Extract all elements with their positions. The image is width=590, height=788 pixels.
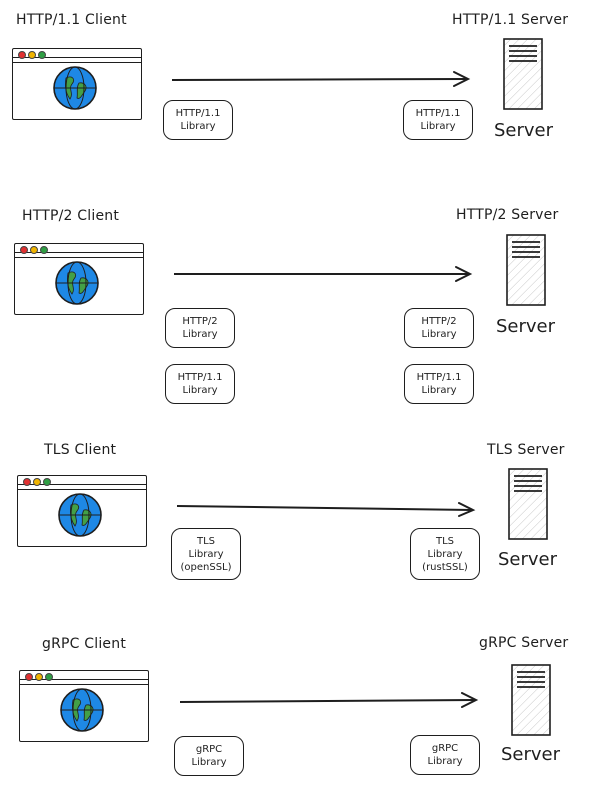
browser-window-icon: [19, 670, 149, 742]
server-label: Server: [494, 120, 554, 141]
server-library-box: gRPC Library: [410, 735, 480, 775]
arrow-right-icon: [179, 692, 479, 708]
library-line: HTTP/2: [421, 316, 457, 327]
library-line: Library: [180, 121, 216, 132]
server-library-box: HTTP/2 Library: [404, 308, 474, 348]
library-line: HTTP/2: [182, 316, 218, 327]
globe-icon: [58, 493, 102, 537]
library-line: (rustSSL): [422, 561, 468, 573]
globe-icon: [55, 261, 99, 305]
client-library-box: HTTP/1.1 Library: [165, 364, 235, 404]
server-icon: [508, 468, 548, 540]
server-library-box: HTTP/1.1 Library: [404, 364, 474, 404]
library-line: (openSSL): [180, 561, 232, 573]
server-label: Server: [496, 316, 556, 337]
client-library-box: TLS Library (openSSL): [171, 528, 241, 580]
server-title: TLS Server: [487, 442, 565, 458]
library-line: TLS: [435, 535, 455, 547]
server-label: Server: [501, 744, 561, 765]
server-title: gRPC Server: [479, 635, 569, 651]
server-icon: [503, 38, 543, 110]
library-line: Library: [182, 385, 218, 396]
browser-window-icon: [12, 48, 142, 120]
library-line: Library: [427, 548, 463, 560]
browser-window-icon: [14, 243, 144, 315]
arrow-right-icon: [176, 502, 476, 517]
server-library-box: TLS Library (rustSSL): [410, 528, 480, 580]
library-line: Library: [182, 329, 218, 340]
client-title: gRPC Client: [42, 636, 127, 652]
library-line: Library: [191, 757, 227, 768]
library-line: Library: [420, 121, 456, 132]
server-icon: [506, 234, 546, 306]
client-library-box: gRPC Library: [174, 736, 244, 776]
library-line: HTTP/1.1: [175, 108, 221, 119]
client-title: HTTP/2 Client: [22, 208, 120, 224]
library-line: Library: [421, 385, 457, 396]
library-line: gRPC: [195, 744, 223, 755]
client-title: TLS Client: [44, 442, 117, 458]
library-line: Library: [188, 548, 224, 560]
library-line: Library: [427, 756, 463, 767]
library-line: HTTP/1.1: [177, 372, 223, 383]
client-library-box: HTTP/1.1 Library: [163, 100, 233, 140]
arrow-right-icon: [171, 71, 471, 87]
server-title: HTTP/1.1 Server: [452, 12, 569, 28]
browser-window-icon: [17, 475, 147, 547]
library-line: HTTP/1.1: [416, 372, 462, 383]
library-line: Library: [421, 329, 457, 340]
client-library-box: HTTP/2 Library: [165, 308, 235, 348]
globe-icon: [60, 688, 104, 732]
server-library-box: HTTP/1.1 Library: [403, 100, 473, 140]
library-line: TLS: [196, 535, 216, 547]
server-title: HTTP/2 Server: [456, 207, 559, 223]
arrow-right-icon: [174, 266, 473, 282]
library-line: gRPC: [431, 743, 459, 754]
server-icon: [511, 664, 551, 736]
library-line: HTTP/1.1: [415, 108, 461, 119]
server-label: Server: [498, 549, 558, 570]
client-title: HTTP/1.1 Client: [16, 12, 127, 28]
globe-icon: [53, 66, 97, 110]
